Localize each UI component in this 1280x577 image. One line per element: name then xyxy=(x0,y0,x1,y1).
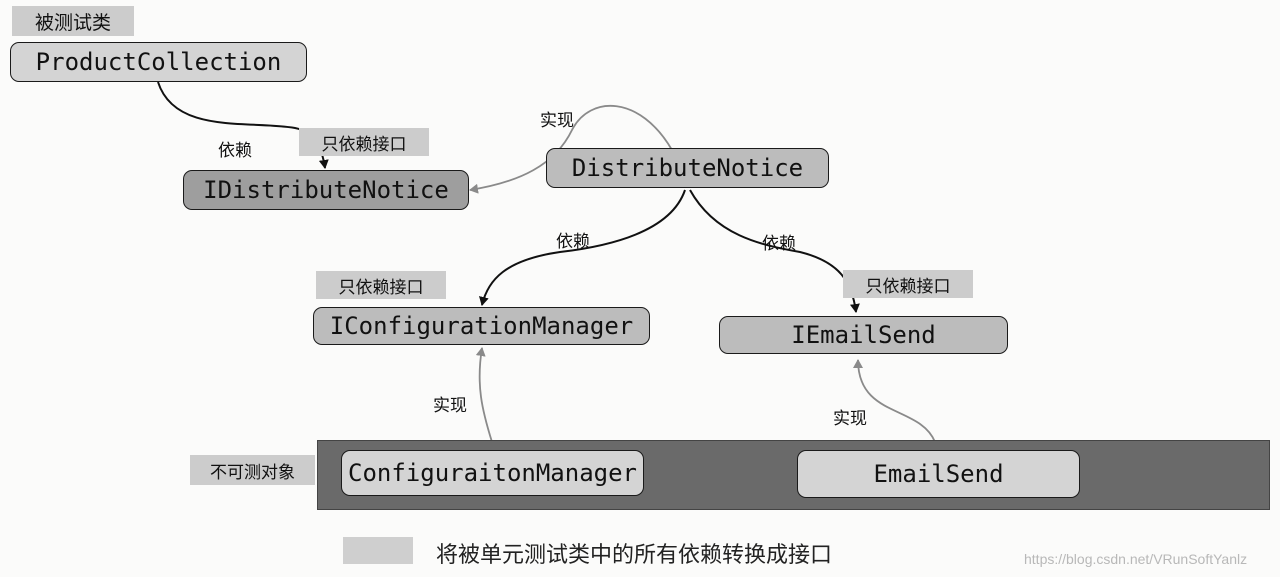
under-test-tag: 被测试类 xyxy=(12,6,134,36)
depends-label-3: 依赖 xyxy=(762,234,796,254)
implements-label-2: 实现 xyxy=(433,396,467,416)
implementation-arrow-emailsend-to-iemail xyxy=(853,359,936,443)
iconfiguration-manager-node: IConfigurationManager xyxy=(313,307,650,345)
implements-label-3: 实现 xyxy=(833,409,867,429)
product-collection-node: ProductCollection xyxy=(10,42,307,82)
implements-label-1: 实现 xyxy=(540,111,574,131)
only-interface-tag-2: 只依赖接口 xyxy=(316,271,446,299)
implementation-arrow-configuraiton-to-iconfiguration xyxy=(475,347,493,443)
iemail-send-node: IEmailSend xyxy=(719,316,1008,354)
dependency-arrow-distribute-to-iconfiguration xyxy=(479,189,686,306)
distribute-notice-node: DistributeNotice xyxy=(546,148,829,188)
only-interface-tag-1: 只依赖接口 xyxy=(299,128,429,156)
idistribute-notice-node: IDistributeNotice xyxy=(183,170,469,210)
implementation-arrow-distribute-to-idistribute xyxy=(469,104,673,194)
email-send-node: EmailSend xyxy=(797,450,1080,498)
watermark: https://blog.csdn.net/VRunSoftYanlz xyxy=(1024,551,1248,567)
untestable-objects-tag: 不可测对象 xyxy=(190,455,315,485)
only-interface-tag-3: 只依赖接口 xyxy=(843,270,973,298)
configuraiton-manager-node: ConfiguraitonManager xyxy=(341,450,644,496)
figure-number-box xyxy=(343,537,413,564)
figure-caption: 将被单元测试类中的所有依赖转换成接口 xyxy=(436,543,833,568)
depends-label-2: 依赖 xyxy=(556,232,590,252)
depends-label-1: 依赖 xyxy=(218,141,252,161)
